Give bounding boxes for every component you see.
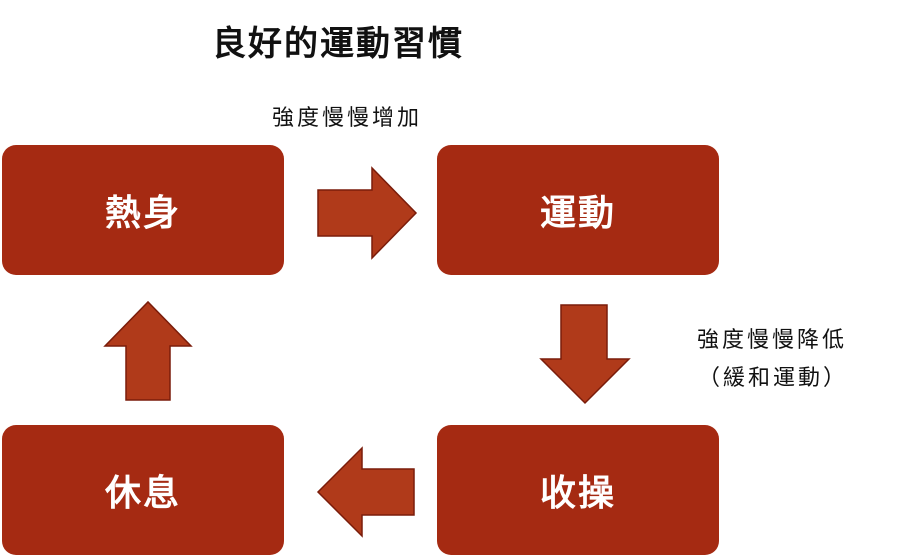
- note-intensity-down-sub: （緩和運動）: [698, 366, 849, 391]
- note-intensity-up: 強度慢慢增加: [272, 106, 423, 131]
- arrow-left-icon: [316, 446, 415, 538]
- arrow-left-shape: [316, 446, 415, 538]
- step-cooldown-box: 收操: [437, 425, 719, 555]
- arrow-down-shape: [539, 304, 631, 405]
- arrow-down-icon: [539, 304, 631, 405]
- arrow-right-icon: [317, 166, 418, 260]
- note-intensity-down: 強度慢慢降低: [697, 328, 848, 353]
- step-rest-box: 休息: [2, 425, 284, 555]
- arrow-up-icon: [103, 300, 193, 401]
- step-exercise-box: 運動: [437, 145, 719, 275]
- arrow-up-shape: [103, 300, 193, 401]
- arrow-right-shape: [317, 166, 418, 260]
- step-warmup-box: 熱身: [2, 145, 284, 275]
- diagram-title: 良好的運動習慣: [212, 24, 464, 64]
